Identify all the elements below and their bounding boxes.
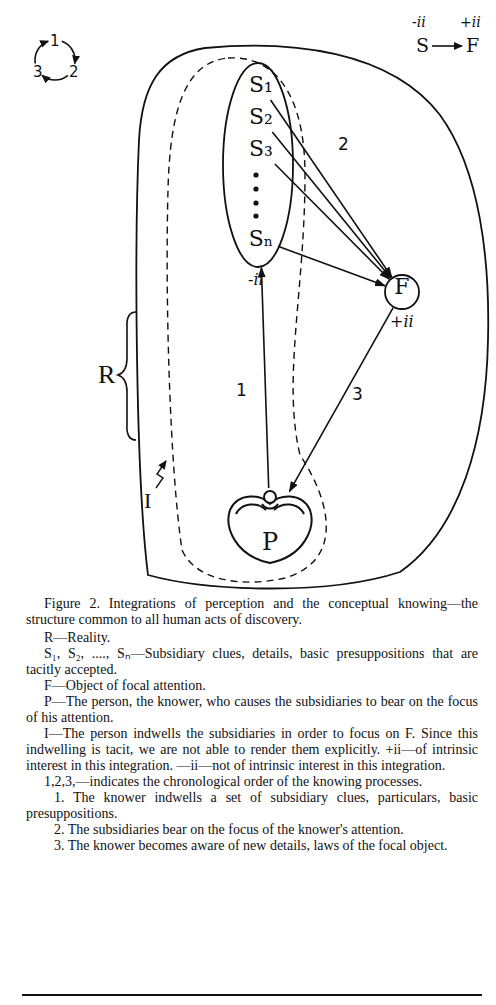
callout-number: 3 bbox=[33, 63, 43, 81]
caption-note: 1,2,3,—indicates the chronological order… bbox=[26, 774, 478, 790]
node-label: -ii bbox=[248, 270, 264, 289]
ellipsis-dot bbox=[253, 186, 258, 191]
ellipsis-dot bbox=[253, 172, 258, 177]
focal-circle: F+ii bbox=[384, 274, 420, 310]
person-stroke bbox=[274, 504, 304, 514]
indwelling-region-border bbox=[167, 58, 326, 582]
node-label: P bbox=[224, 528, 316, 556]
person-stroke bbox=[236, 504, 266, 514]
person-figure: P bbox=[224, 488, 316, 564]
formula-text: -ii bbox=[412, 14, 426, 30]
caption-note: 2. The subsidiaries bear on the focus of… bbox=[26, 822, 478, 838]
focal-circle-border bbox=[385, 275, 419, 309]
callout-number: 2 bbox=[69, 63, 79, 81]
ellipsis-dot bbox=[253, 213, 258, 218]
subsidiary-clue: Sₙ bbox=[244, 226, 278, 254]
node-label: S₁ bbox=[244, 72, 278, 97]
rule-line bbox=[22, 994, 482, 996]
person-head bbox=[264, 491, 276, 503]
node-label: S₂ bbox=[244, 104, 278, 129]
cycle-arrow bbox=[42, 75, 68, 80]
subsidiary-clue: S₂ bbox=[244, 104, 278, 132]
node-label: +ii bbox=[390, 312, 414, 331]
cycle-arrow bbox=[35, 41, 48, 63]
arrow-connector bbox=[289, 308, 393, 492]
caption-note: 3. The knower becomes aware of new detai… bbox=[26, 838, 478, 854]
formula-text: +ii bbox=[460, 14, 481, 30]
person-stroke bbox=[262, 504, 278, 509]
node-label: R bbox=[98, 360, 115, 390]
callout-number: 1 bbox=[50, 32, 60, 50]
node-label: Sₙ bbox=[244, 226, 278, 251]
arrow-connector bbox=[261, 268, 268, 489]
reality-region-outline bbox=[132, 40, 492, 596]
node-label: S₃ bbox=[244, 136, 278, 161]
reality-brace bbox=[118, 312, 136, 440]
callout-number: 2 bbox=[338, 134, 349, 154]
caption-note: 1. The knower indwells a set of subsidia… bbox=[26, 790, 478, 822]
ellipsis-dot bbox=[253, 200, 258, 205]
arrow-connector bbox=[278, 246, 385, 285]
cycle-arrow bbox=[62, 41, 75, 63]
arrow-connector bbox=[275, 164, 389, 279]
formula-arrow bbox=[432, 45, 462, 47]
subsidiary-ellipse: -iiS₁S₂S₃Sₙ bbox=[222, 62, 294, 268]
reality-region: RI-iiS₁S₂S₃SₙPF+ii bbox=[132, 40, 492, 596]
formula-text: F bbox=[466, 34, 479, 56]
node-label: F bbox=[384, 274, 420, 299]
callout-number: 1 bbox=[236, 380, 247, 400]
caption-block: Figure 2. Integrations of perception and… bbox=[26, 596, 478, 854]
caption-note: S₁, S₂, ...., Sₙ—Subsidiary clues, detai… bbox=[26, 646, 478, 678]
caption-note: P—The person, the knower, who causes the… bbox=[26, 694, 478, 726]
caption-note: I—The person indwells the subsidiaries i… bbox=[26, 726, 478, 774]
subsidiary-ellipse-border bbox=[223, 63, 293, 267]
zigzag-pointer bbox=[156, 461, 166, 488]
subsidiary-clue: S₃ bbox=[244, 136, 278, 164]
subsidiary-clue: S₁ bbox=[244, 72, 278, 100]
node-label: I bbox=[144, 488, 151, 514]
caption-note: R—Reality. bbox=[26, 630, 478, 646]
figure-caption: Figure 2. Integrations of perception and… bbox=[26, 596, 478, 628]
callout-number: 3 bbox=[352, 384, 363, 404]
caption-note: F—Object of focal attention. bbox=[26, 678, 478, 694]
indwelling-region: I-iiS₁S₂S₃SₙP bbox=[162, 52, 334, 588]
reality-region-border bbox=[136, 46, 488, 589]
formula-text: S bbox=[416, 34, 429, 56]
arrow-connector bbox=[272, 132, 390, 278]
arrow-connector bbox=[271, 100, 392, 277]
